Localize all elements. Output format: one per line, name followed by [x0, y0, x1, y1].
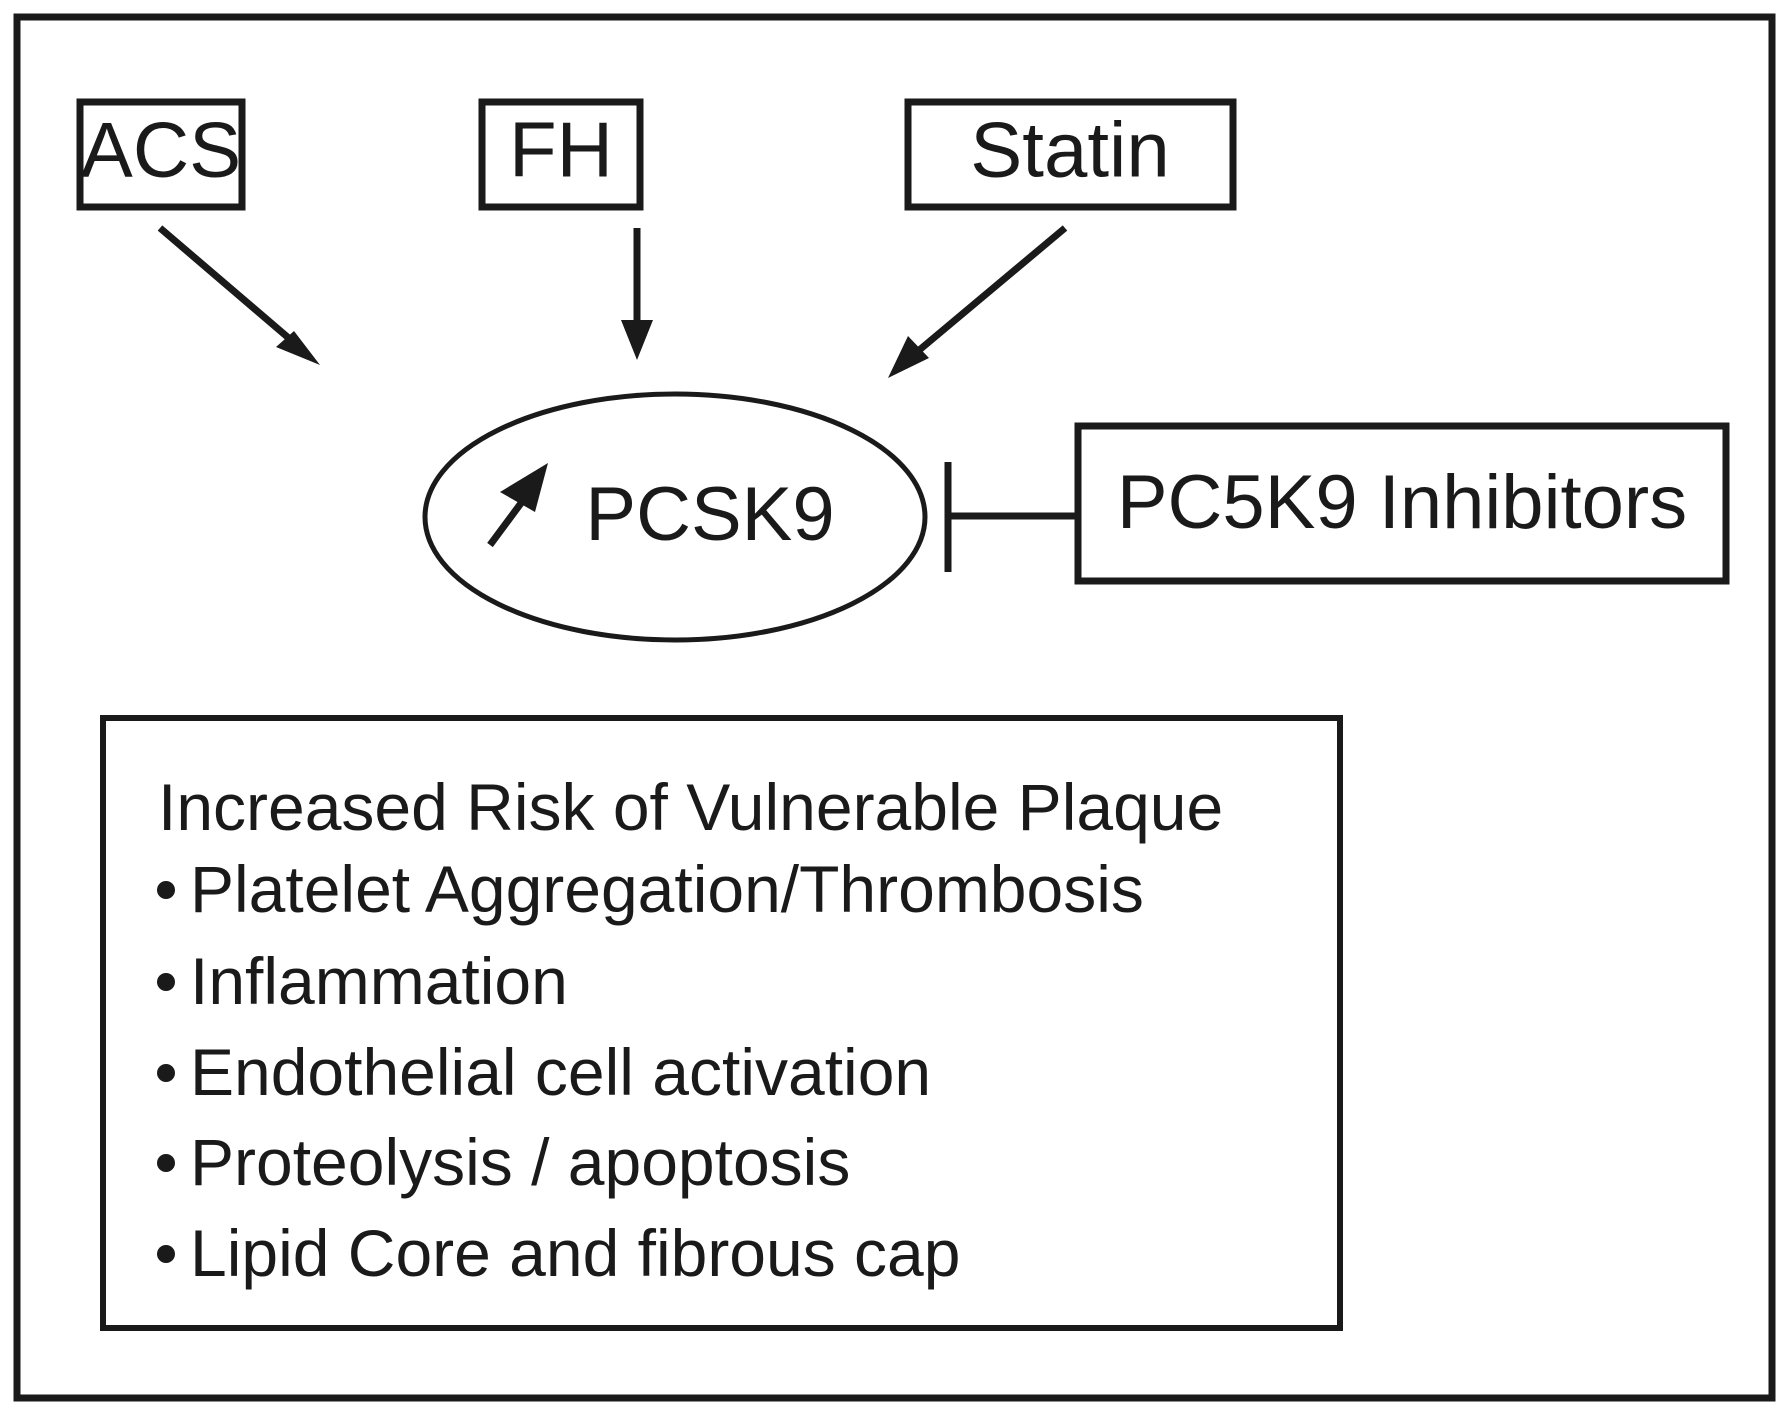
- outcome-bullet-label: Lipid Core and fibrous cap: [190, 1216, 960, 1290]
- bullet-dot-icon: [157, 1154, 175, 1172]
- outcome-bullet-label: Inflammation: [190, 944, 568, 1018]
- node-statin[interactable]: Statin: [904, 98, 1237, 211]
- inhibitors-box[interactable]: [1074, 422, 1730, 585]
- bullet-dot-icon: [157, 1245, 175, 1263]
- up-arrow-icon: [487, 463, 548, 548]
- edge-fh-to-pcsk9: [621, 228, 653, 360]
- fh-arrow-head-icon: [621, 320, 653, 360]
- list-item: Lipid Core and fibrous cap: [157, 1216, 960, 1290]
- edge-inhibitors-to-pcsk9: [944, 462, 1078, 572]
- statin-label: Statin: [970, 106, 1169, 194]
- acs-arrow-head-icon: [276, 331, 320, 365]
- pcsk9-ellipse[interactable]: [422, 391, 928, 643]
- pcsk9-label: PCSK9: [585, 472, 834, 557]
- list-item: Proteolysis / apoptosis: [157, 1125, 850, 1199]
- edge-statin-to-pcsk9: [888, 225, 1068, 378]
- outcome-bullet-label: Proteolysis / apoptosis: [190, 1125, 850, 1199]
- bullet-dot-icon: [157, 1064, 175, 1082]
- list-item: Endothelial cell activation: [157, 1035, 931, 1109]
- bullet-dot-icon: [157, 881, 175, 899]
- list-item: Inflammation: [157, 944, 568, 1018]
- list-item: Platelet Aggregation/Thrombosis: [157, 852, 1144, 926]
- fh-label: FH: [509, 106, 613, 194]
- node-pcsk9[interactable]: PCSK9: [422, 391, 928, 643]
- up-arrow-head: [500, 463, 548, 512]
- outcome-panel-box: [100, 715, 1343, 1331]
- acs-label: ACS: [81, 106, 241, 194]
- outcome-bullet-label: Endothelial cell activation: [190, 1035, 931, 1109]
- statin-arrow-head-icon: [888, 336, 929, 378]
- inhibitors-label: PC5K9 Inhibitors: [1117, 460, 1687, 545]
- statin-arrow-shaft: [902, 225, 1068, 365]
- node-fh[interactable]: FH: [478, 98, 644, 211]
- outcome-bullet-label: Platelet Aggregation/Thrombosis: [190, 852, 1144, 926]
- outcome-panel: Increased Risk of Vulnerable Plaque Plat…: [100, 715, 1343, 1331]
- node-inhibitors[interactable]: PC5K9 Inhibitors: [1074, 422, 1730, 585]
- node-acs[interactable]: ACS: [76, 98, 246, 211]
- outcome-panel-heading: Increased Risk of Vulnerable Plaque: [158, 770, 1223, 844]
- edge-acs-to-pcsk9: [157, 225, 320, 365]
- acs-arrow-shaft: [157, 225, 308, 355]
- fh-box[interactable]: [478, 98, 644, 211]
- acs-box[interactable]: [76, 98, 246, 211]
- statin-box[interactable]: [904, 98, 1237, 211]
- bullet-dot-icon: [157, 973, 175, 991]
